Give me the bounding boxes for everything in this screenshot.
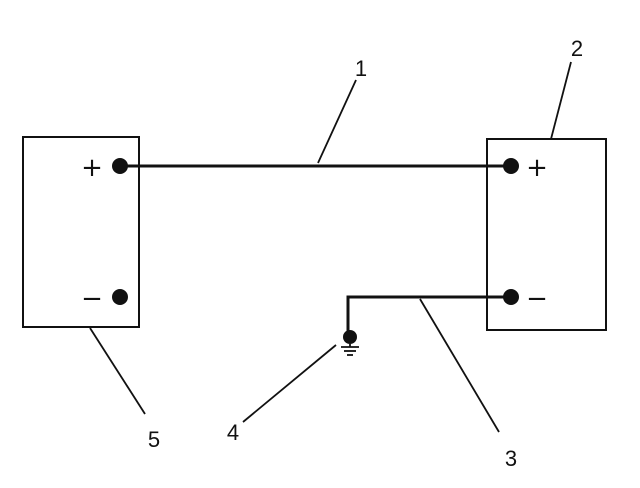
- left-plus-sign: +: [81, 153, 103, 183]
- right-minus-sign: −: [526, 284, 548, 314]
- negative-cable: [346, 295, 511, 334]
- callout-3: 3: [505, 446, 517, 471]
- left-minus-sign: −: [81, 284, 103, 314]
- callout-2: 2: [571, 36, 583, 61]
- callout-5: 5: [148, 427, 160, 452]
- leader-4: [242, 344, 337, 423]
- callout-1: 1: [355, 56, 367, 81]
- left-positive-terminal: [112, 158, 128, 174]
- callout-4: 4: [227, 420, 239, 445]
- leader-5: [89, 327, 146, 415]
- right-negative-terminal: [503, 289, 519, 305]
- right-battery: [486, 138, 607, 331]
- right-plus-sign: +: [526, 153, 548, 183]
- leader-1: [317, 79, 357, 164]
- ground-icon: [341, 330, 359, 356]
- leader-2: [550, 61, 572, 140]
- right-positive-terminal: [503, 158, 519, 174]
- left-negative-terminal: [112, 289, 128, 305]
- left-battery: [22, 136, 140, 328]
- leader-3: [419, 298, 500, 433]
